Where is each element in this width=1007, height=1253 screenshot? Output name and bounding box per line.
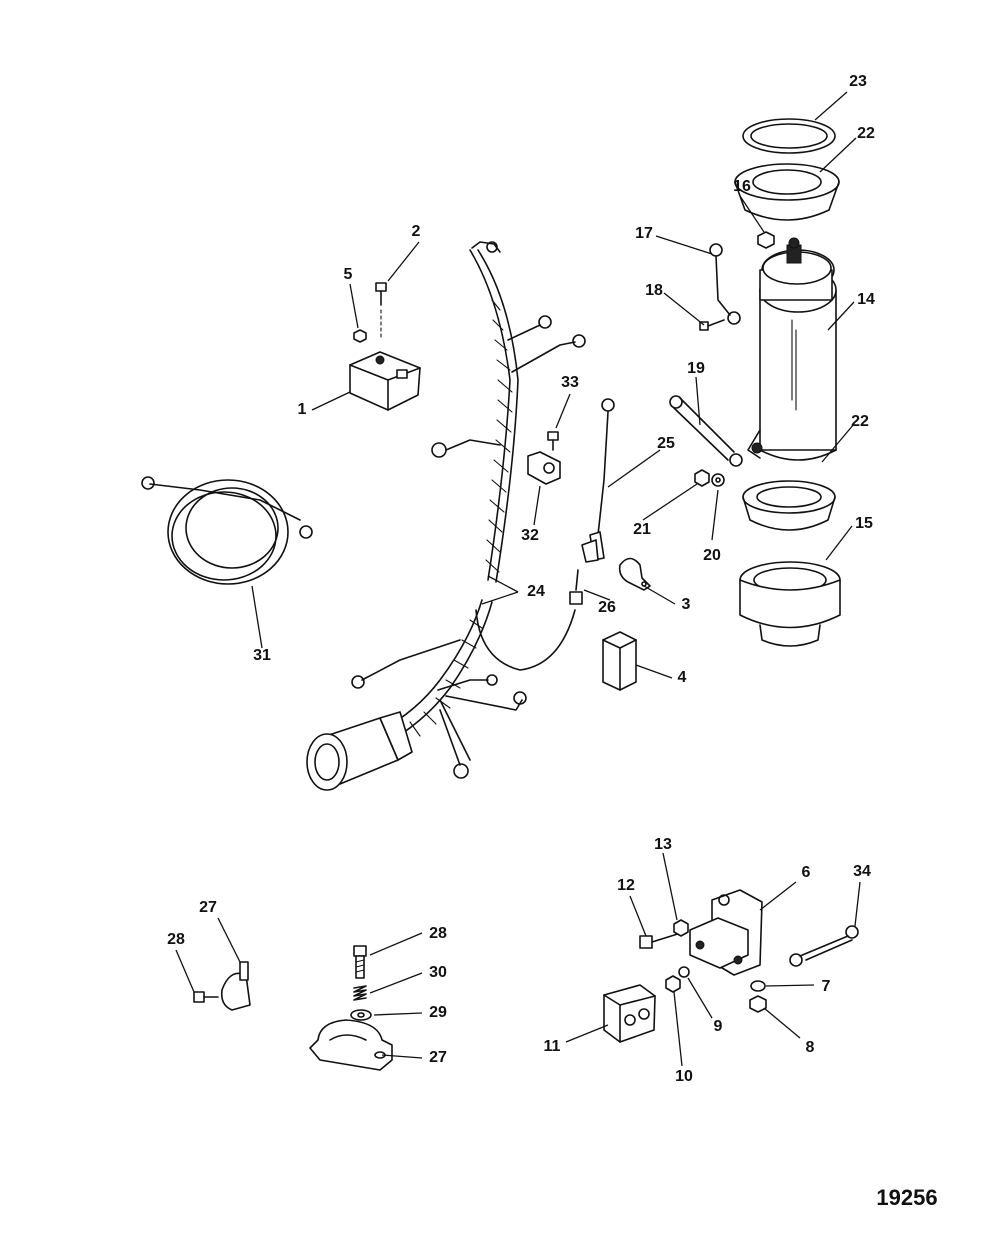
label-19: 19 [687,360,705,377]
leader-lines [175,91,861,1067]
coiled-cable-31 [141,476,313,585]
bushing-22-lower [742,480,836,531]
nut-21 [694,469,710,487]
label-5: 5 [344,266,353,283]
label-10: 10 [675,1068,693,1085]
figure-number: 19256 [876,1185,937,1210]
harness-plug [306,711,413,791]
washer-9 [678,966,690,978]
cable-34 [789,925,859,967]
label-28-left: 28 [167,931,185,948]
label-27-lower: 27 [429,1049,447,1066]
label-23: 23 [849,73,867,90]
label-28-right: 28 [429,925,447,942]
label-17: 17 [635,225,653,242]
spring-30 [353,985,367,1001]
lead-wire-25 [581,398,615,563]
nut-8 [749,995,767,1013]
label-1: 1 [298,401,307,418]
label-15: 15 [855,515,873,532]
label-18: 18 [645,282,663,299]
label-22-upper: 22 [857,125,875,142]
label-32: 32 [521,527,539,544]
label-2: 2 [412,223,421,240]
saddle-clamp-27 [309,1019,393,1071]
lower-housing-15 [739,561,841,647]
label-20: 20 [703,547,721,564]
bushing-cap-22-upper [734,163,840,221]
label-8: 8 [806,1039,815,1056]
bolt-28-left [193,991,219,1003]
label-3: 3 [682,596,691,613]
label-16: 16 [733,178,751,195]
washer-29 [350,1009,372,1021]
label-21: 21 [633,521,651,538]
part-numbers: 23 22 16 17 18 14 19 22 15 21 20 2 5 1 3… [167,73,875,1085]
pin-26 [569,569,583,605]
label-26: 26 [598,599,616,616]
seal-ring-23 [742,118,836,154]
rectifier-1 [349,351,421,411]
label-13: 13 [654,836,672,853]
label-34: 34 [853,863,871,880]
connector-4 [602,631,637,691]
clamp-27-left [220,961,251,1011]
label-33: 33 [561,374,579,391]
starter-motor-14 [747,237,837,461]
label-4: 4 [678,669,687,686]
nut-5 [353,329,367,343]
ground-strap-19 [669,395,743,467]
washer-7 [750,980,766,992]
washer-20 [711,473,725,487]
nut-10 [665,975,681,993]
wiring-harness-24 [306,241,586,791]
label-22-lower: 22 [851,413,869,430]
label-24: 24 [527,583,545,600]
nut-16 [757,231,775,249]
label-29: 29 [429,1004,447,1021]
label-6: 6 [802,864,811,881]
clip-3 [618,557,651,591]
label-31: 31 [253,647,271,664]
label-7: 7 [822,978,831,995]
screw-33 [547,431,559,451]
label-27-left: 27 [199,899,217,916]
label-11: 11 [544,1038,561,1055]
label-12: 12 [617,877,635,894]
solenoid-6 [689,889,763,976]
label-14: 14 [857,291,875,308]
bolt-18 [699,319,725,331]
nut-13 [673,919,689,937]
terminal-block-11 [603,984,656,1043]
cable-17 [709,243,741,325]
label-30: 30 [429,964,447,981]
clamp-32 [527,451,561,485]
bolt-28-right [353,945,367,979]
label-25: 25 [657,435,675,452]
label-9: 9 [714,1018,723,1035]
screw-2 [375,282,387,341]
